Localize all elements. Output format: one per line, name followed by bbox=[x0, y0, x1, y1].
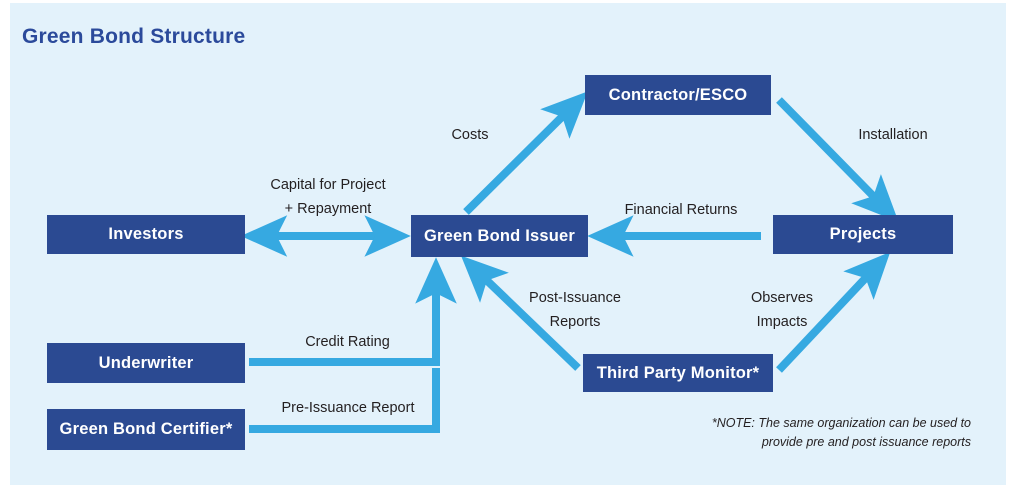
edge-label-credit-rating: Credit Rating bbox=[305, 334, 390, 350]
edge-label-observes-line2: Impacts bbox=[756, 314, 808, 330]
node-green-bond-issuer[interactable]: Green Bond Issuer bbox=[411, 215, 588, 257]
footnote-line1: *NOTE: The same organization can be used… bbox=[711, 416, 971, 430]
node-contractor-esco[interactable]: Contractor/ESCO bbox=[585, 75, 771, 115]
node-investors-label: Investors bbox=[108, 225, 184, 243]
edge-label-capital-line2: + Repayment bbox=[284, 201, 372, 217]
footnote: *NOTE: The same organization can be used… bbox=[671, 414, 971, 453]
node-underwriter[interactable]: Underwriter bbox=[47, 343, 245, 383]
node-underwriter-label: Underwriter bbox=[98, 353, 194, 372]
node-green-bond-certifier-label: Green Bond Certifier* bbox=[59, 420, 233, 438]
edge-label-costs: Costs bbox=[451, 127, 489, 143]
edge-label-installation: Installation bbox=[858, 127, 928, 143]
node-projects[interactable]: Projects bbox=[773, 215, 953, 254]
node-green-bond-certifier[interactable]: Green Bond Certifier* bbox=[47, 409, 245, 450]
node-projects-label: Projects bbox=[829, 225, 897, 243]
footnote-line2: provide pre and post issuance reports bbox=[761, 435, 971, 450]
node-investors[interactable]: Investors bbox=[47, 215, 245, 254]
edge-label-post-issuance-line2: Reports bbox=[549, 314, 601, 330]
node-green-bond-issuer-label: Green Bond Issuer bbox=[423, 226, 576, 245]
edge-label-capital-line1: Capital for Project bbox=[270, 177, 386, 193]
node-third-party-monitor-label: Third Party Monitor* bbox=[596, 363, 760, 382]
edge-label-financial-returns: Financial Returns bbox=[624, 202, 738, 218]
page-title: Green Bond Structure bbox=[22, 25, 246, 48]
node-contractor-esco-label: Contractor/ESCO bbox=[608, 85, 748, 104]
edge-label-post-issuance-line1: Post-Issuance bbox=[529, 290, 621, 306]
edge-label-pre-issuance-report: Pre-Issuance Report bbox=[281, 400, 415, 416]
edge-label-observes-line1: Observes bbox=[750, 290, 814, 306]
node-third-party-monitor[interactable]: Third Party Monitor* bbox=[583, 354, 773, 392]
